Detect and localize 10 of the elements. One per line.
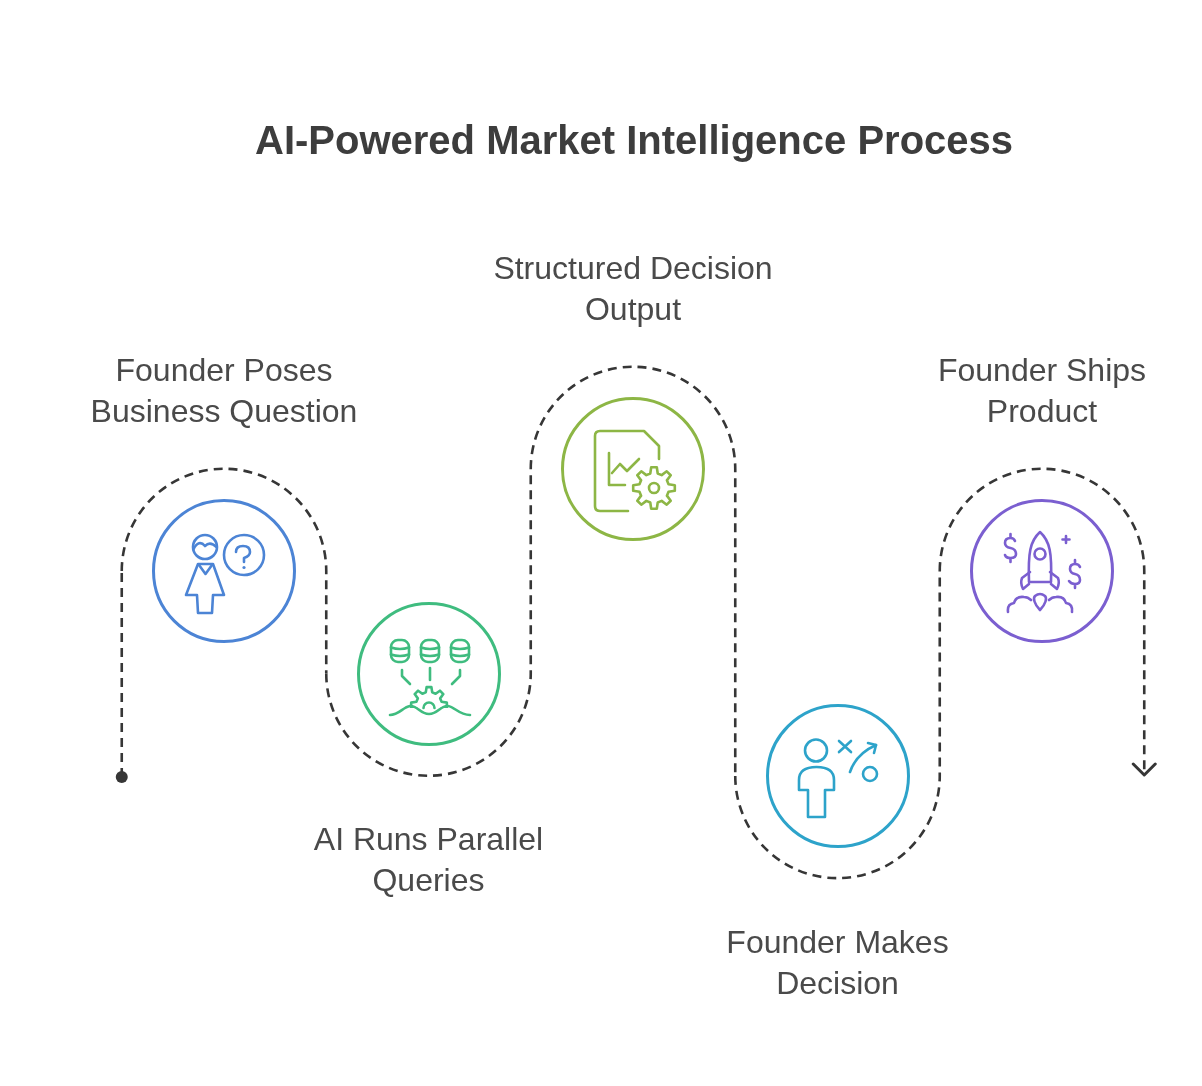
step-label: Founder Makes Decision	[725, 922, 950, 1003]
dashed-connector	[938, 467, 1157, 777]
step-label: AI Runs Parallel Queries	[312, 820, 545, 901]
dashed-connector	[120, 467, 328, 674]
step-label: Founder Poses Business Question	[89, 350, 359, 431]
step-label: Structured Decision Output	[492, 248, 774, 329]
dashed-connector	[115, 571, 128, 783]
step-label: Founder Ships Product	[936, 350, 1148, 431]
dashed-connector	[733, 571, 942, 880]
diagram-title: AI-Powered Market Intelligence Process	[255, 117, 1014, 164]
